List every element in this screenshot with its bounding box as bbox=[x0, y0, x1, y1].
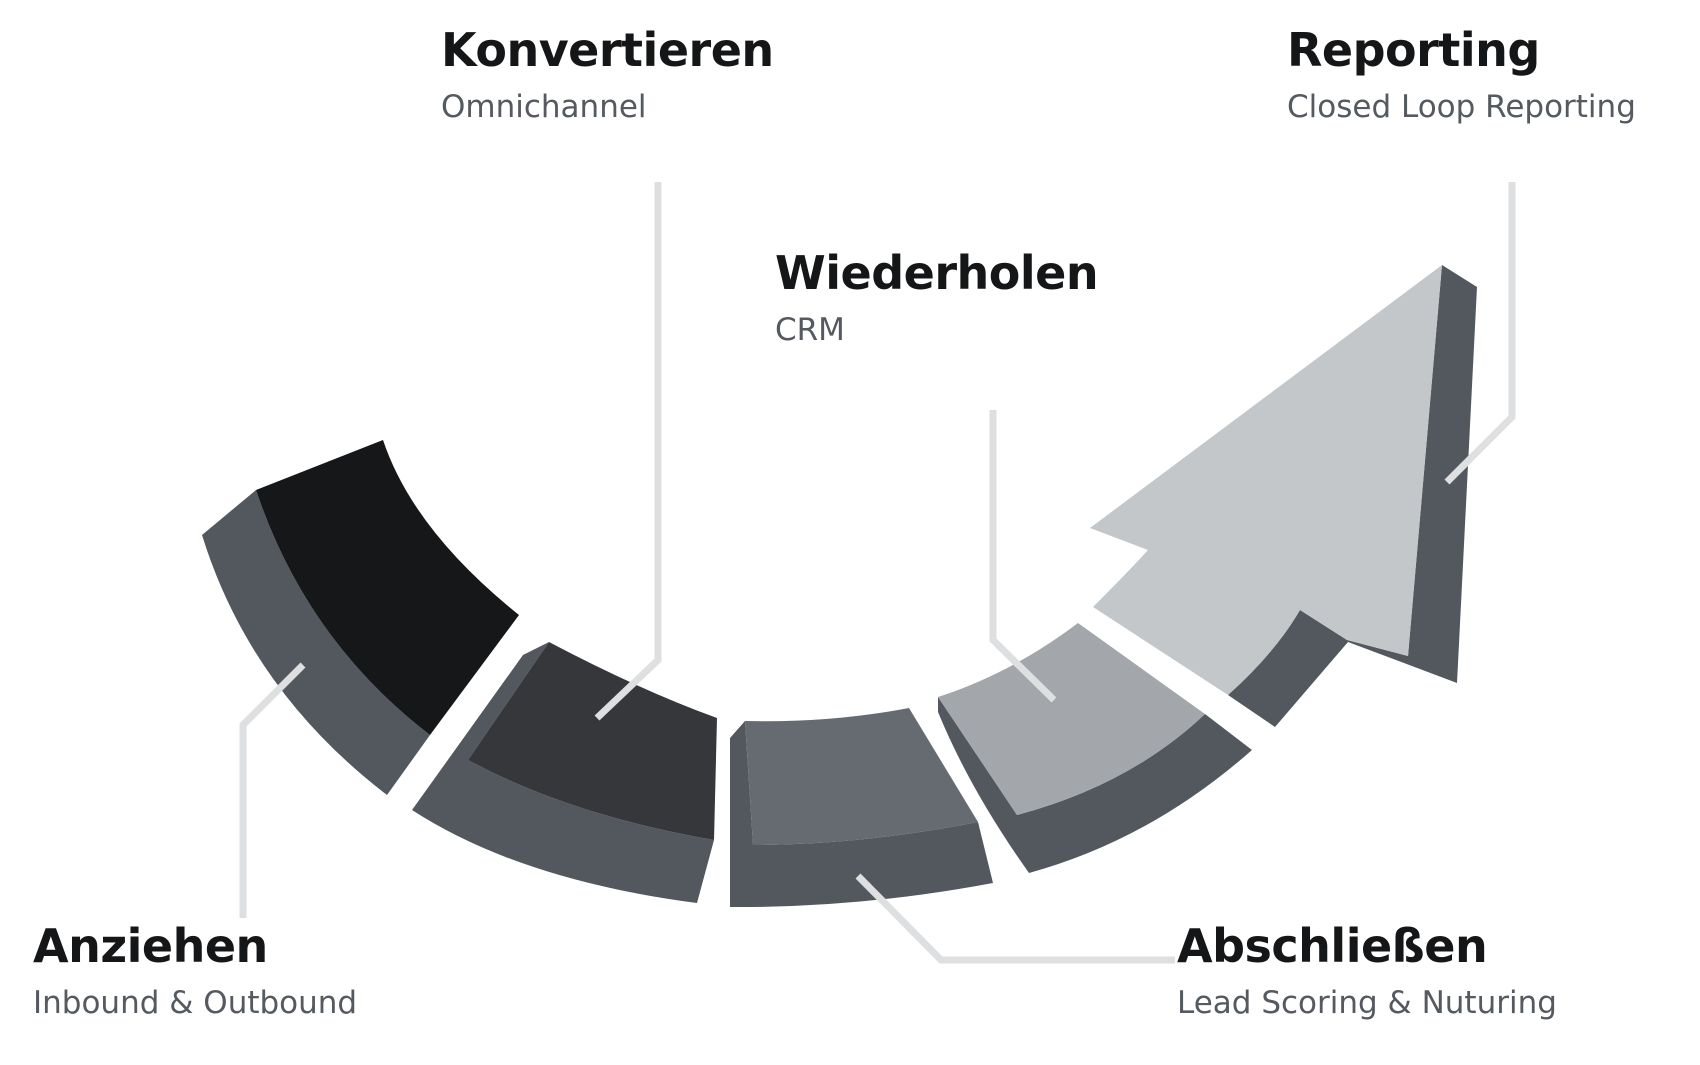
segment-1-face bbox=[256, 440, 519, 735]
stage-title: Reporting bbox=[1287, 23, 1540, 77]
stage-wiederholen: Wiederholen CRM bbox=[775, 245, 1099, 349]
stage-konvertieren: Konvertieren Omnichannel bbox=[441, 22, 774, 126]
segment-2-face bbox=[468, 642, 717, 840]
stage-subtitle: Omnichannel bbox=[441, 89, 647, 125]
segment-3-side bbox=[730, 721, 993, 908]
stage-subtitle: Lead Scoring & Nuturing bbox=[1177, 985, 1557, 1021]
stage-title: Konvertieren bbox=[441, 23, 774, 77]
segment-3 bbox=[730, 708, 993, 908]
segment-1-side bbox=[202, 490, 430, 795]
stage-subtitle: CRM bbox=[775, 312, 845, 348]
segment-2 bbox=[412, 642, 717, 903]
stage-abschliessen: Abschließen Lead Scoring & Nuturing bbox=[1177, 918, 1557, 1022]
arrow-face bbox=[1090, 265, 1442, 695]
connector-reporting bbox=[1444, 182, 1516, 485]
connector-wiederholen bbox=[989, 410, 1057, 703]
segment-2-side bbox=[412, 642, 714, 903]
stage-title: Abschließen bbox=[1177, 919, 1488, 973]
stage-subtitle: Inbound & Outbound bbox=[33, 985, 358, 1021]
segment-4-side bbox=[938, 697, 1252, 873]
arrow bbox=[1090, 265, 1477, 727]
segment-4-face bbox=[938, 623, 1205, 815]
connector-anziehen bbox=[239, 662, 306, 918]
connector-abschliessen bbox=[855, 873, 1175, 964]
segment-1 bbox=[202, 440, 519, 795]
segment-3-face bbox=[745, 708, 978, 845]
stage-reporting: Reporting Closed Loop Reporting bbox=[1287, 22, 1636, 126]
stage-subtitle: Closed Loop Reporting bbox=[1287, 89, 1636, 125]
arrow-side bbox=[1228, 265, 1477, 727]
stage-title: Anziehen bbox=[33, 919, 268, 973]
connector-konvertieren bbox=[594, 182, 662, 721]
stage-anziehen: Anziehen Inbound & Outbound bbox=[33, 918, 357, 1022]
segment-4 bbox=[938, 623, 1252, 873]
connector-lines bbox=[239, 182, 1516, 964]
stage-title: Wiederholen bbox=[775, 246, 1099, 300]
